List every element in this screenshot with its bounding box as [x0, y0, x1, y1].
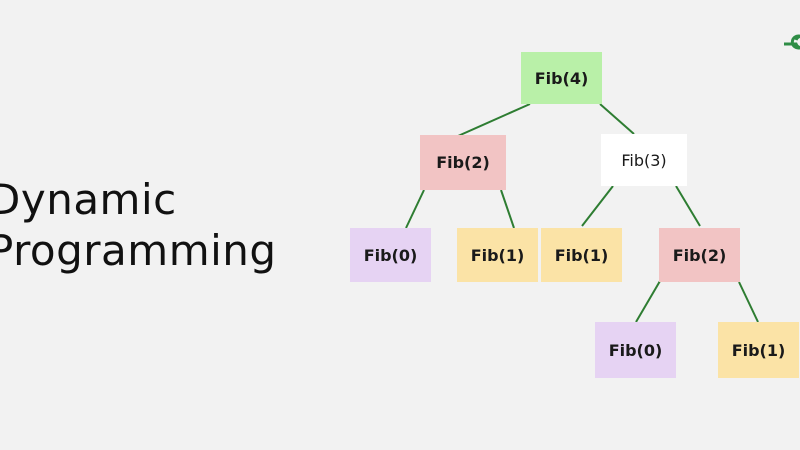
tree-node-label: Fib(3): [621, 150, 667, 170]
tree-node-label: Fib(1): [470, 245, 525, 265]
tree-node-r3a: Fib(1): [541, 228, 622, 282]
tree-node-r3ba: Fib(0): [595, 322, 676, 378]
title-line-1: Dynamic: [0, 175, 177, 224]
tree-node-label: Fib(0): [363, 245, 418, 265]
tree-node-l2: Fib(2): [420, 135, 506, 190]
tree-edge-root-r3: [599, 103, 635, 135]
tree-node-r3: Fib(3): [601, 134, 687, 186]
title-line-2: Programming: [0, 226, 277, 275]
tree-node-r3bb: Fib(1): [718, 322, 799, 378]
tree-node-label: Fib(2): [436, 153, 490, 172]
tree-node-r3b: Fib(2): [659, 228, 740, 282]
tree-node-label: Fib(1): [554, 245, 609, 265]
tree-edge-r3b-r3bb: [738, 281, 759, 323]
tree-node-root: Fib(4): [521, 52, 602, 104]
tree-node-l2b: Fib(1): [457, 228, 538, 282]
gfg-logo-stroke-right: [790, 34, 800, 50]
gfg-logo-icon: [780, 28, 800, 56]
tree-node-label: Fib(2): [672, 245, 727, 265]
tree-edge-l2-l2a: [405, 189, 425, 229]
tree-edge-r3-r3b: [675, 185, 701, 227]
tree-node-label: Fib(0): [608, 340, 663, 360]
tree-node-label: Fib(4): [534, 68, 589, 88]
gfg-logo-shape: [784, 34, 800, 50]
tree-edge-root-l2: [457, 103, 531, 137]
tree-edge-r3b-r3ba: [635, 280, 661, 323]
tree-node-label: Fib(1): [731, 340, 786, 360]
tree-node-l2a: Fib(0): [350, 228, 431, 282]
tree-edge-r3-r3a: [581, 185, 614, 227]
tree-edge-l2-l2b: [500, 189, 515, 229]
